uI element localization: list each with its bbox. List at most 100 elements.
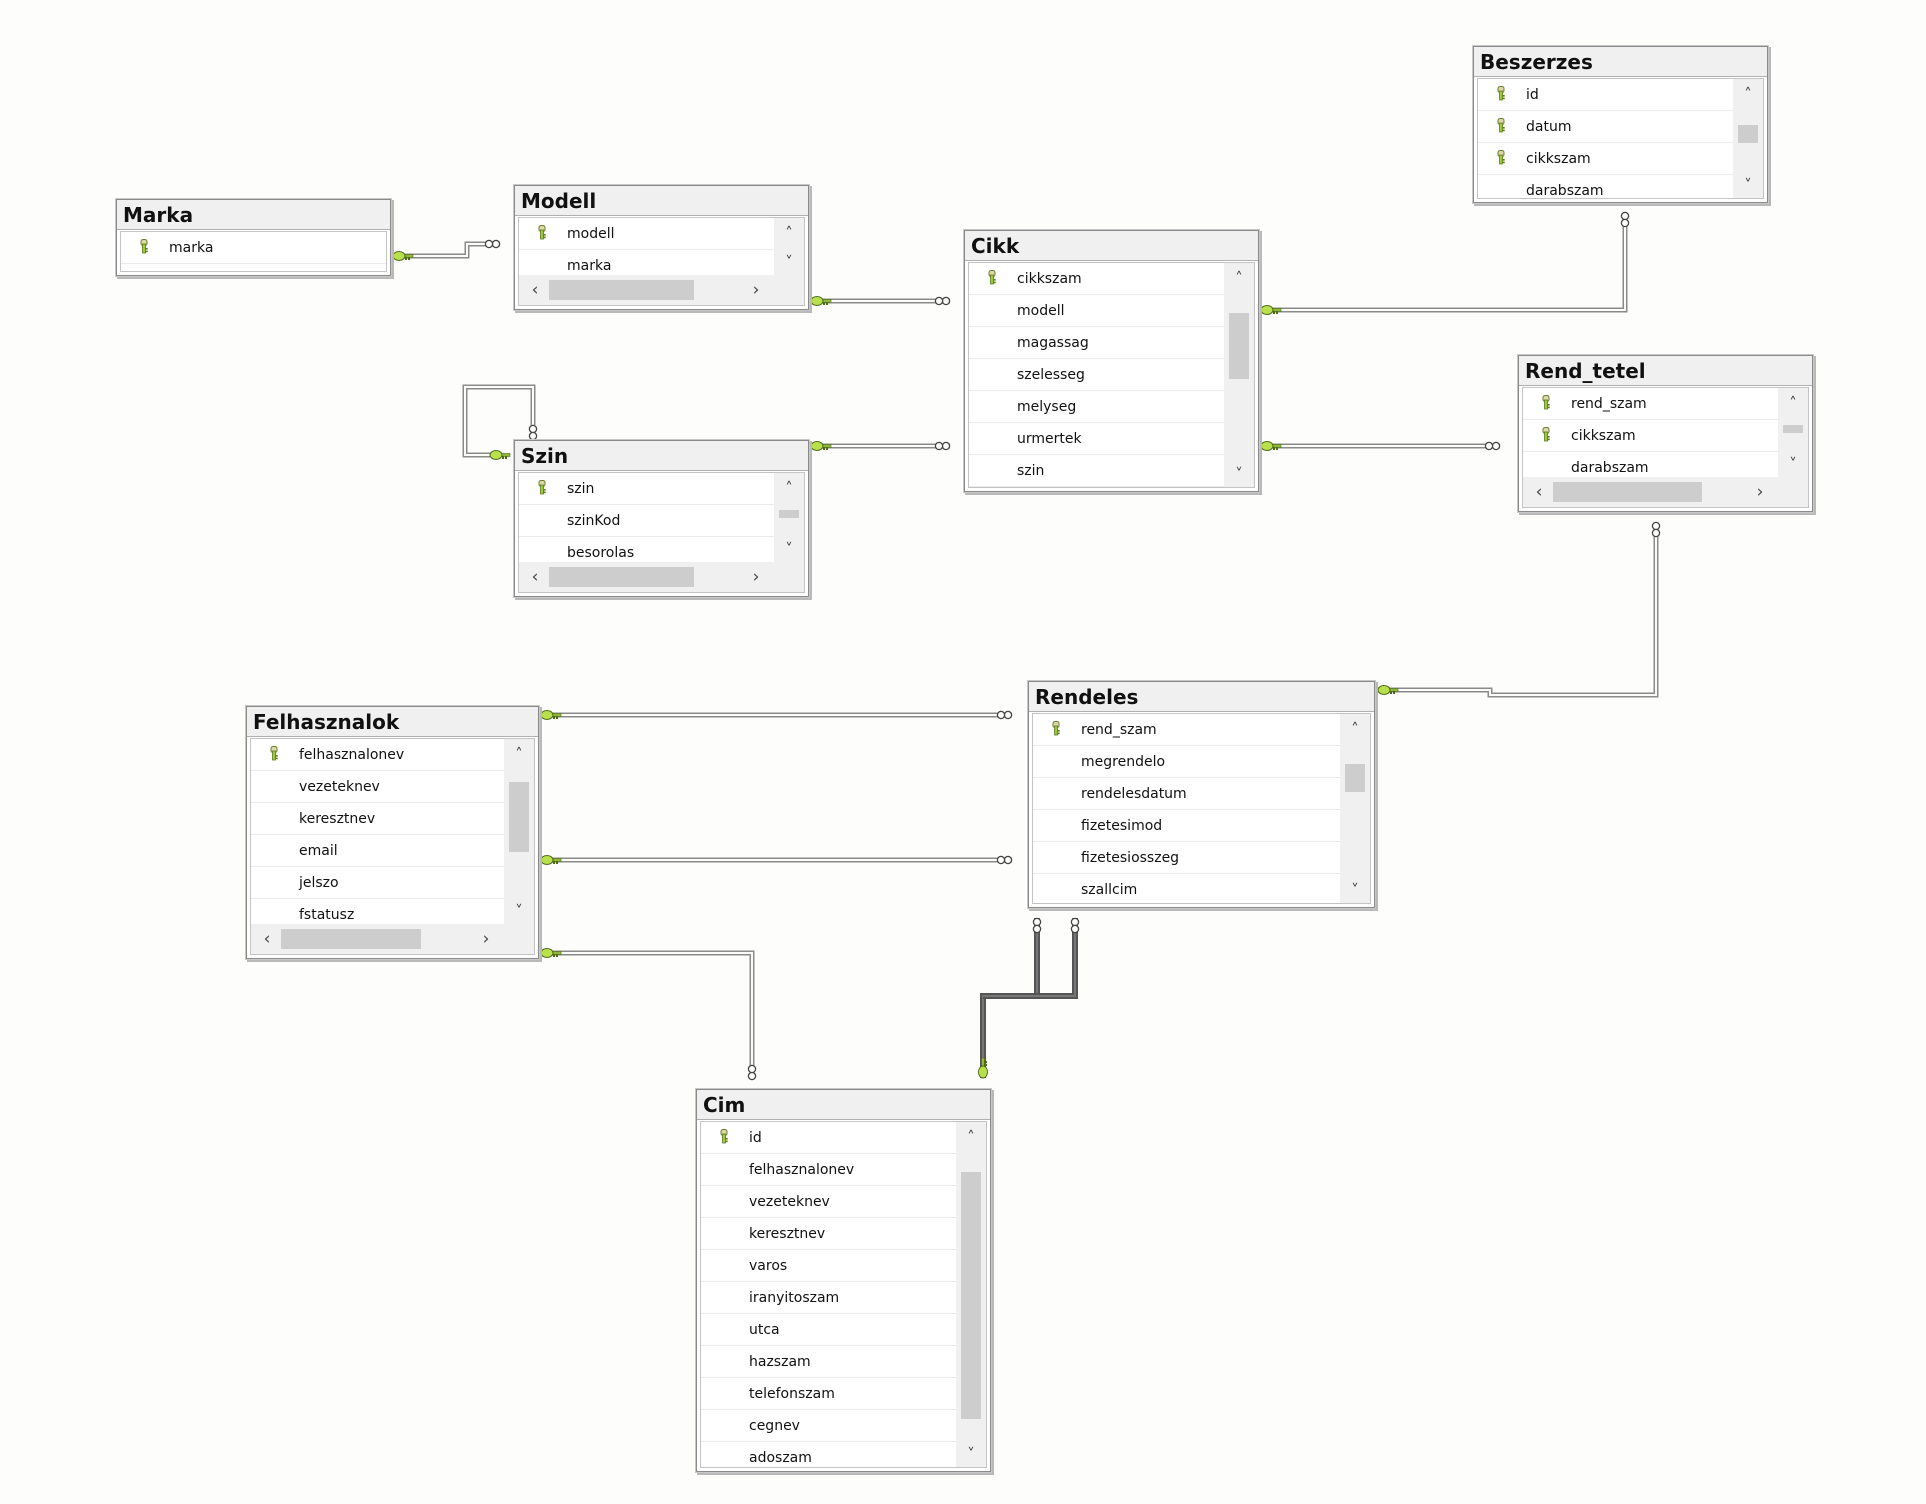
scroll-down-icon[interactable]: ˅ [1789, 455, 1797, 473]
relationship-felhasznalok-rendeles-1[interactable] [540, 710, 1013, 720]
column-row[interactable]: adoszam [701, 1442, 958, 1467]
scroll-up-icon[interactable]: ˄ [1351, 720, 1359, 738]
scroll-thumb[interactable] [281, 929, 422, 949]
relationship-felhasznalok-cim[interactable] [540, 948, 757, 1081]
column-row[interactable]: darabszam [1478, 175, 1735, 198]
scroll-down-icon[interactable]: ˅ [515, 902, 523, 920]
scroll-right-icon[interactable]: › [1756, 482, 1764, 502]
scroll-left-icon[interactable]: ‹ [531, 567, 539, 587]
column-row[interactable]: modell [519, 218, 776, 250]
column-row[interactable]: szin [969, 455, 1226, 487]
scroll-thumb[interactable] [779, 509, 799, 518]
scroll-thumb[interactable] [549, 567, 695, 587]
table-title[interactable]: Marka [117, 200, 390, 230]
table-title[interactable]: Szin [515, 441, 808, 471]
relationship-modell-cikk[interactable] [810, 296, 951, 306]
vertical-scrollbar[interactable]: ˄˅ [1224, 263, 1254, 487]
column-row[interactable]: magassag [969, 327, 1226, 359]
relationship-rendeles-rend_tetel[interactable] [1377, 521, 1661, 698]
column-row[interactable]: vezeteknev [701, 1186, 958, 1218]
vertical-scrollbar[interactable]: ˄˅ [1778, 388, 1808, 479]
column-row[interactable]: urmertek [969, 423, 1226, 455]
column-row[interactable]: iranyitoszam [701, 1282, 958, 1314]
relationship-cikk-beszerzes[interactable] [1260, 211, 1630, 315]
table-title[interactable]: Modell [515, 186, 808, 216]
column-row[interactable]: id [1478, 79, 1735, 111]
scroll-thumb[interactable] [1738, 124, 1758, 144]
column-row[interactable]: fizetesimod [1033, 810, 1342, 842]
column-row[interactable]: fstatusz [251, 899, 506, 926]
column-row[interactable]: jelszo [251, 867, 506, 899]
column-row[interactable]: modell [969, 295, 1226, 327]
scroll-thumb[interactable] [961, 1172, 981, 1419]
scroll-up-icon[interactable]: ˄ [785, 224, 793, 242]
scroll-down-icon[interactable]: ˅ [785, 253, 793, 271]
table-title[interactable]: Cim [697, 1090, 990, 1120]
scroll-thumb[interactable] [1783, 424, 1803, 433]
column-row[interactable]: cikkszam [969, 263, 1226, 295]
column-row[interactable]: rend_szam [1033, 714, 1342, 746]
scroll-thumb[interactable] [1553, 482, 1702, 502]
relationship-felhasznalok-rendeles-2[interactable] [540, 855, 1013, 865]
table-title[interactable]: Felhasznalok [247, 707, 538, 737]
column-row[interactable]: darabszam [1523, 452, 1780, 479]
relationship-cikk-rend_tetel[interactable] [1260, 441, 1501, 451]
column-row[interactable]: keresztnev [251, 803, 506, 835]
scroll-right-icon[interactable]: › [752, 567, 760, 587]
relationship-szin-cikk[interactable] [810, 441, 951, 451]
column-row[interactable]: szin [519, 473, 776, 505]
scroll-thumb[interactable] [549, 280, 695, 300]
vertical-scrollbar[interactable]: ˄˅ [956, 1122, 986, 1467]
scroll-right-icon[interactable]: › [482, 929, 490, 949]
scroll-down-icon[interactable]: ˅ [1235, 465, 1243, 483]
horizontal-scrollbar[interactable]: ‹› [251, 924, 534, 954]
column-row[interactable]: szelesseg [969, 359, 1226, 391]
column-row[interactable]: utca [701, 1314, 958, 1346]
scroll-thumb[interactable] [1229, 312, 1249, 380]
horizontal-scrollbar[interactable]: ‹› [1523, 477, 1808, 507]
column-row[interactable]: marka [519, 250, 776, 277]
table-title[interactable]: Beszerzes [1474, 47, 1767, 77]
column-row[interactable]: melyseg [969, 391, 1226, 423]
column-row[interactable]: szinKod [519, 505, 776, 537]
column-row[interactable]: felhasznalonev [701, 1154, 958, 1186]
table-title[interactable]: Rend_tetel [1519, 356, 1812, 386]
column-row[interactable]: datum [1478, 111, 1735, 143]
scroll-left-icon[interactable]: ‹ [531, 280, 539, 300]
relationship-marka-modell[interactable] [392, 239, 501, 261]
column-row[interactable]: id [701, 1122, 958, 1154]
column-row[interactable]: megrendelo [1033, 746, 1342, 778]
relationship-cim-rendeles[interactable] [978, 917, 1080, 1079]
vertical-scrollbar[interactable]: ˄˅ [1733, 79, 1763, 198]
vertical-scrollbar[interactable]: ˄˅ [774, 473, 804, 564]
horizontal-scrollbar[interactable]: ‹› [519, 275, 804, 305]
column-row[interactable]: szallcim [1033, 874, 1342, 903]
column-row[interactable]: telefonszam [701, 1378, 958, 1410]
scroll-thumb[interactable] [509, 781, 529, 852]
column-row[interactable]: marka [121, 232, 386, 264]
column-row[interactable]: cikkszam [1478, 143, 1735, 175]
column-row[interactable]: besorolas [519, 537, 776, 564]
scroll-up-icon[interactable]: ˄ [515, 745, 523, 763]
column-row[interactable]: felhasznalonev [251, 739, 506, 771]
scroll-down-icon[interactable]: ˅ [785, 540, 793, 558]
vertical-scrollbar[interactable]: ˄˅ [504, 739, 534, 926]
scroll-up-icon[interactable]: ˄ [785, 479, 793, 497]
column-row[interactable]: varos [701, 1250, 958, 1282]
column-row[interactable]: keresztnev [701, 1218, 958, 1250]
scroll-left-icon[interactable]: ‹ [263, 929, 271, 949]
column-row[interactable]: vezeteknev [251, 771, 506, 803]
scroll-down-icon[interactable]: ˅ [967, 1445, 975, 1463]
table-title[interactable]: Rendeles [1029, 682, 1374, 712]
vertical-scrollbar[interactable]: ˄˅ [774, 218, 804, 277]
column-row[interactable]: cikkszam [1523, 420, 1780, 452]
scroll-right-icon[interactable]: › [752, 280, 760, 300]
